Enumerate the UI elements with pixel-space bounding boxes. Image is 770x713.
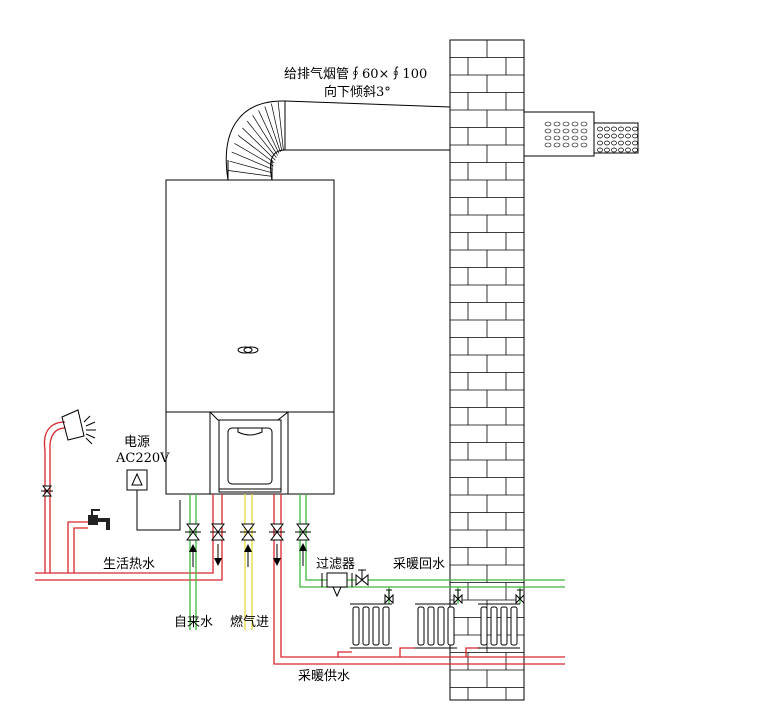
radiator-2 bbox=[415, 603, 457, 649]
vent-hole bbox=[611, 126, 617, 132]
radiator-valve bbox=[515, 589, 525, 605]
vent-hole bbox=[618, 133, 624, 139]
brick-wall bbox=[449, 39, 525, 701]
vent-hole bbox=[562, 135, 570, 141]
vent-hole bbox=[580, 121, 588, 127]
vent-hole bbox=[553, 135, 561, 141]
gas-valve bbox=[240, 523, 256, 541]
filter-label: 过滤器 bbox=[316, 557, 355, 572]
vent-hole bbox=[562, 142, 570, 148]
vent-hole bbox=[553, 121, 561, 127]
heating-supply-label: 采暖供水 bbox=[298, 669, 350, 684]
vent-hole bbox=[580, 128, 588, 134]
vent-hole bbox=[597, 126, 603, 132]
vent-hole bbox=[597, 133, 603, 139]
vent-hole bbox=[544, 121, 552, 127]
vent-hole bbox=[604, 147, 610, 153]
vent-hole bbox=[618, 126, 624, 132]
vent-hole bbox=[625, 133, 631, 139]
radiator-valve bbox=[384, 589, 394, 605]
vent-hole bbox=[604, 126, 610, 132]
vent-hole bbox=[618, 140, 624, 146]
radiator-1 bbox=[350, 603, 392, 649]
tap-water-label: 自来水 bbox=[174, 615, 213, 630]
cold-water-valve bbox=[185, 523, 201, 541]
vent-hole bbox=[632, 133, 638, 139]
domestic-hot-water-label: 生活热水 bbox=[103, 557, 155, 572]
vent-hole bbox=[580, 135, 588, 141]
radiator-valve bbox=[453, 589, 463, 605]
vent-hole bbox=[544, 142, 552, 148]
heating-return-label: 采暖回水 bbox=[393, 557, 445, 572]
vent-hole bbox=[562, 128, 570, 134]
power-label: 电源 bbox=[124, 435, 150, 450]
shower-valve bbox=[41, 485, 53, 497]
vent-hole bbox=[611, 147, 617, 153]
vent-hole bbox=[604, 140, 610, 146]
radiator-group bbox=[350, 603, 520, 649]
flue-pipe bbox=[225, 100, 639, 182]
flue-pipe-label: 给排气烟管∮60×∮100 bbox=[284, 66, 427, 82]
vent-hole bbox=[618, 147, 624, 153]
vent-hole bbox=[625, 140, 631, 146]
power-voltage-label: AC220V bbox=[115, 451, 170, 466]
vent-hole bbox=[553, 128, 561, 134]
vent-hole bbox=[597, 147, 603, 153]
vent-hole bbox=[553, 142, 561, 148]
vent-hole bbox=[604, 133, 610, 139]
valve-group bbox=[41, 485, 525, 605]
vent-hole bbox=[571, 135, 579, 141]
flue-terminal-vents bbox=[544, 121, 638, 153]
boiler-logo-icon bbox=[237, 346, 259, 354]
faucet-icon bbox=[88, 509, 110, 530]
vent-hole bbox=[632, 147, 638, 153]
vent-hole bbox=[544, 128, 552, 134]
vent-hole bbox=[571, 128, 579, 134]
vent-hole bbox=[562, 121, 570, 127]
vent-hole bbox=[611, 140, 617, 146]
vent-hole bbox=[625, 147, 631, 153]
vent-hole bbox=[580, 142, 588, 148]
power-outlet bbox=[126, 469, 181, 531]
heating-supply-valve bbox=[269, 523, 285, 541]
vent-hole bbox=[571, 121, 579, 127]
flow-arrows bbox=[189, 543, 307, 567]
vent-hole bbox=[632, 126, 638, 132]
return-line-valve bbox=[355, 569, 369, 587]
shower-head-icon bbox=[43, 409, 96, 451]
vent-hole bbox=[571, 142, 579, 148]
vent-hole bbox=[544, 135, 552, 141]
flue-elbow bbox=[225, 100, 286, 181]
vent-hole bbox=[611, 133, 617, 139]
radiator-3 bbox=[478, 603, 520, 649]
hot-water-valve bbox=[210, 523, 226, 541]
flue-slope-label: 向下倾斜3° bbox=[324, 84, 391, 100]
filter-icon bbox=[321, 572, 353, 598]
vent-hole bbox=[597, 140, 603, 146]
vent-hole bbox=[632, 140, 638, 146]
wall-hung-boiler bbox=[165, 179, 335, 495]
gas-inlet-label: 燃气进 bbox=[230, 614, 269, 630]
vent-hole bbox=[625, 126, 631, 132]
pipe-network bbox=[35, 450, 565, 665]
heating-return-valve bbox=[295, 523, 311, 541]
